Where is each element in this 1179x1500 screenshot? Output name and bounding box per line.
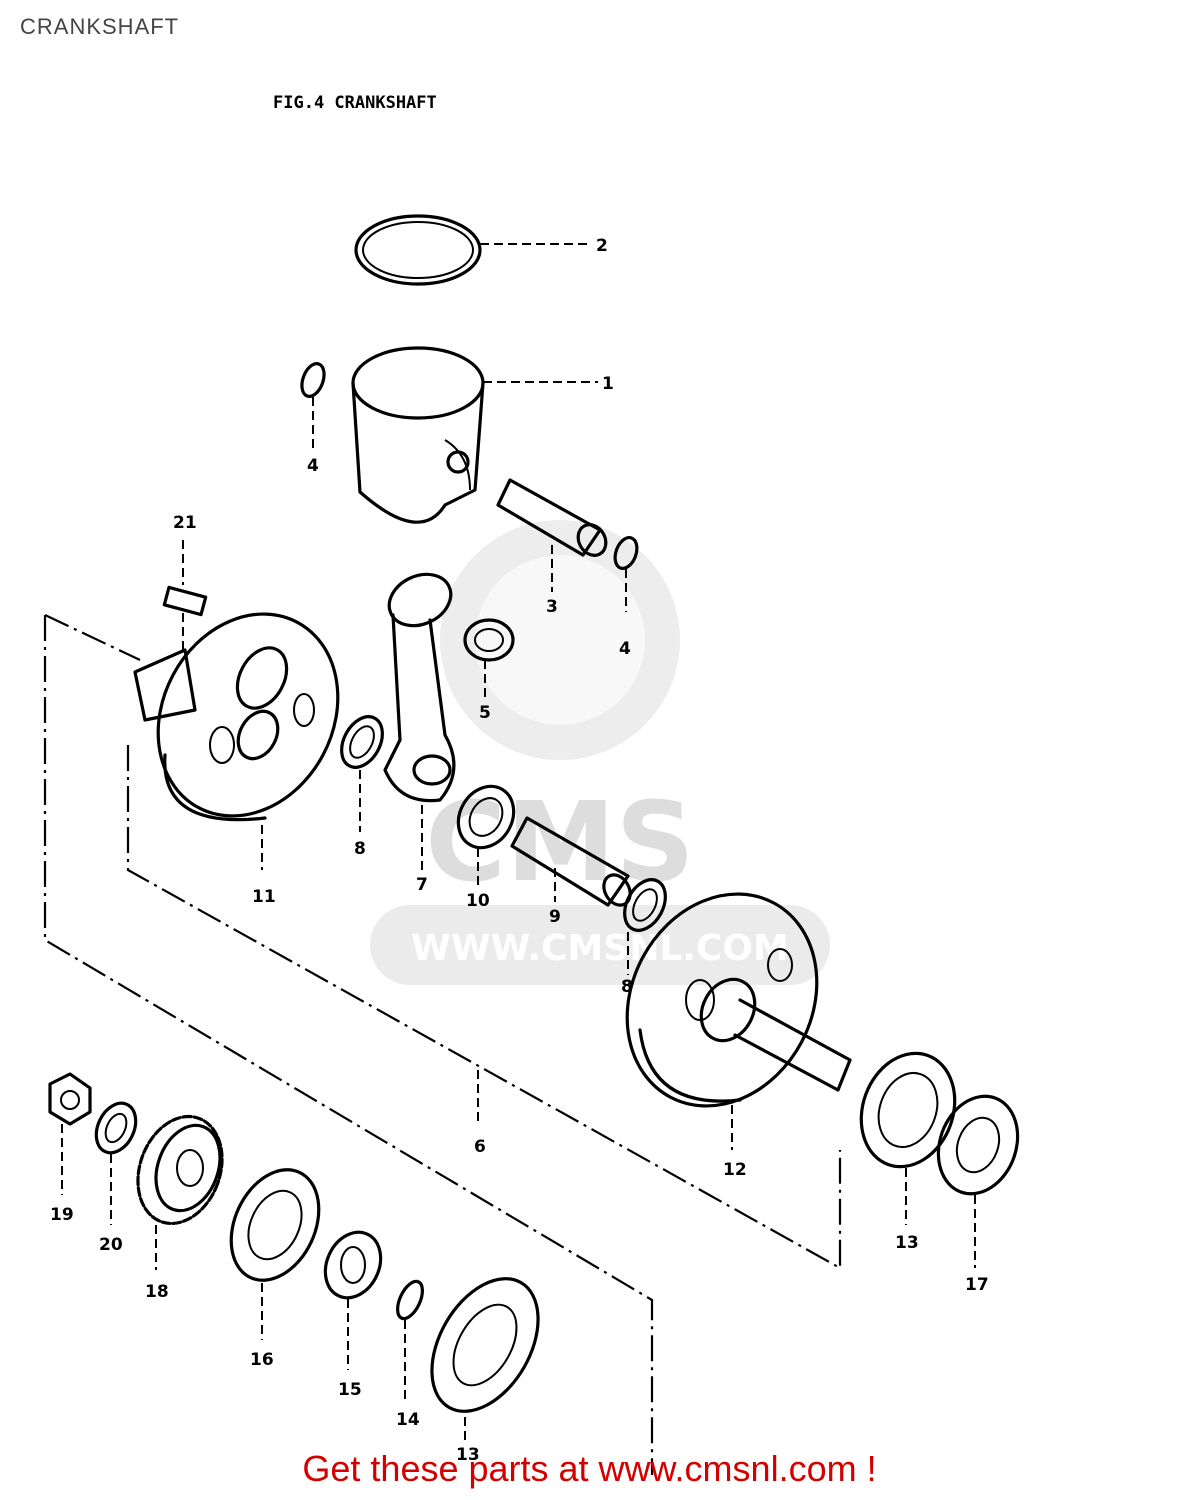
callout-20: 20 bbox=[99, 1235, 123, 1255]
assembly-bracket-lines bbox=[43, 614, 842, 1475]
callout-3: 3 bbox=[546, 597, 558, 617]
callout-10: 10 bbox=[466, 891, 490, 911]
bearing-circlip bbox=[396, 1279, 424, 1400]
callout-8-left: 8 bbox=[354, 839, 366, 859]
small-end-bearing bbox=[463, 618, 515, 700]
callout-2: 2 bbox=[596, 236, 608, 256]
callout-21: 21 bbox=[173, 513, 197, 533]
crank-wheel-left bbox=[133, 612, 340, 870]
figure-caption: FIG.4 CRANKSHAFT bbox=[273, 93, 437, 113]
callout-15: 15 bbox=[338, 1380, 362, 1400]
crank-pin bbox=[510, 816, 632, 907]
callout-13-left: 13 bbox=[456, 1445, 480, 1465]
callout-14: 14 bbox=[396, 1410, 420, 1430]
watermark-url: WWW.CMSNL.COM bbox=[411, 928, 789, 969]
callout-18: 18 bbox=[145, 1282, 169, 1302]
piston bbox=[351, 346, 598, 524]
piston-ring bbox=[354, 214, 590, 286]
watermark-brand: CMS bbox=[425, 778, 694, 906]
primary-drive-gear bbox=[136, 1114, 224, 1270]
callout-4-right: 4 bbox=[619, 639, 631, 659]
spacer bbox=[323, 1230, 383, 1370]
callout-8-right: 8 bbox=[621, 977, 633, 997]
page-title: CRANKSHAFT bbox=[20, 14, 180, 39]
callout-6: 6 bbox=[474, 1137, 486, 1157]
woodruff-key bbox=[162, 540, 208, 650]
cmsnl-watermark: CMS WWW.CMSNL.COM bbox=[370, 520, 830, 985]
callout-11: 11 bbox=[252, 887, 276, 907]
callout-17: 17 bbox=[965, 1275, 989, 1295]
main-bearing-right bbox=[859, 1051, 957, 1225]
callout-1: 1 bbox=[602, 374, 614, 394]
callout-7: 7 bbox=[416, 875, 428, 895]
crankshaft-nut bbox=[48, 1072, 92, 1195]
connecting-rod bbox=[383, 572, 456, 870]
callout-5: 5 bbox=[479, 703, 491, 723]
callout-4-left: 4 bbox=[307, 456, 319, 476]
oil-seal-left bbox=[229, 1168, 321, 1340]
callout-12: 12 bbox=[723, 1160, 747, 1180]
crank-wheel-right bbox=[625, 892, 852, 1150]
callout-13-right: 13 bbox=[895, 1233, 919, 1253]
big-end-bearing bbox=[456, 784, 516, 888]
main-bearing-left bbox=[430, 1277, 540, 1440]
lock-washer bbox=[94, 1101, 138, 1225]
callout-9: 9 bbox=[549, 907, 561, 927]
oil-seal-right bbox=[936, 1094, 1020, 1268]
piston-pin bbox=[496, 478, 608, 592]
circlip bbox=[300, 362, 639, 612]
promo-footer-link[interactable]: Get these parts at www.cmsnl.com ! bbox=[302, 1448, 877, 1489]
callout-19: 19 bbox=[50, 1205, 74, 1225]
callout-16: 16 bbox=[250, 1350, 274, 1370]
